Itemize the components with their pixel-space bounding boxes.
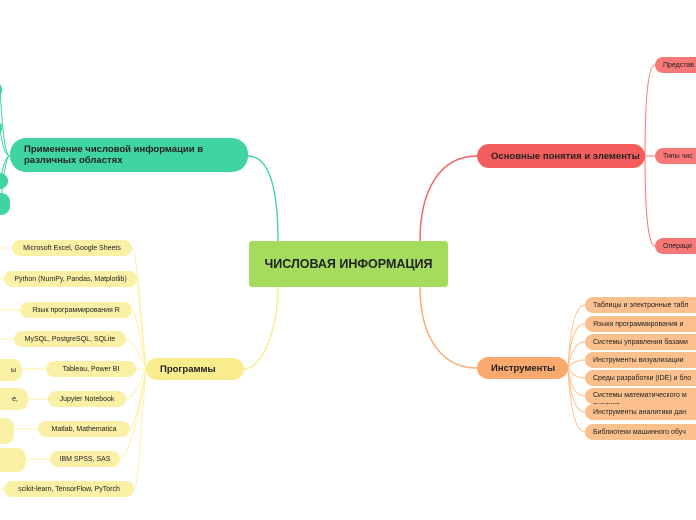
link-program-7	[129, 368, 147, 430]
program-grandchild-fragment-label: ы	[10, 366, 16, 374]
tool-child-8-label: Библиотеки машинного обуч	[593, 428, 686, 436]
program-grandchild-fragment[interactable]	[0, 448, 26, 472]
program-child-6[interactable]: Jupyter Notebook	[48, 391, 126, 407]
tool-child-2[interactable]: Языки программирования и	[585, 316, 696, 332]
link-program-8	[119, 368, 147, 460]
concept-child-2-label: Типы чис	[663, 152, 693, 160]
central-topic[interactable]: ЧИСЛОВАЯ ИНФОРМАЦИЯ	[249, 241, 448, 287]
branch-programs-label: Программы	[160, 363, 216, 375]
link-tool-8	[567, 367, 586, 433]
program-child-3[interactable]: Язык программирования R	[20, 302, 132, 318]
concept-child-1-label: Представ	[663, 61, 694, 69]
program-child-5[interactable]: Tableau, Power BI	[46, 361, 136, 377]
application-child-fragment[interactable]	[0, 173, 8, 189]
branch-tools-label: Инструменты	[491, 362, 556, 374]
link-tools	[419, 286, 478, 369]
application-child-fragment[interactable]	[0, 121, 2, 135]
program-child-3-label: Язык программирования R	[32, 306, 120, 314]
program-grandchild-fragment[interactable]	[0, 418, 14, 444]
tool-child-2-label: Языки программирования и	[593, 320, 684, 328]
branch-concepts-label: Основные понятия и элементы	[491, 150, 640, 162]
tool-child-6-label: Системы математического м анализа	[593, 392, 687, 404]
program-child-2-label: Python (NumPy, Pandas, Matplotlib)	[14, 275, 127, 283]
program-child-7[interactable]: Matlab, Mathematica	[38, 421, 130, 437]
concept-child-1[interactable]: Представ	[655, 57, 696, 73]
program-child-1[interactable]: Microsoft Excel, Google Sheets	[12, 240, 132, 256]
link-tool-1	[567, 304, 586, 369]
link-program-9	[133, 368, 147, 490]
link-concept-3	[644, 155, 656, 247]
branch-concepts[interactable]: Основные понятия и элементы	[477, 144, 645, 168]
branch-programs[interactable]: Программы	[146, 358, 244, 380]
program-child-7-label: Matlab, Mathematica	[51, 425, 117, 433]
link-concept-1	[644, 64, 656, 157]
link-program-3	[131, 309, 147, 370]
program-grandchild-fragment[interactable]: ы	[0, 359, 22, 381]
program-grandchild-fragment-label: е,	[12, 395, 18, 403]
link-tool-3	[567, 341, 586, 369]
program-child-8-label: IBM SPSS, SAS	[59, 455, 111, 463]
link-program-4	[125, 338, 147, 370]
tool-child-3[interactable]: Системы управления базами	[585, 334, 696, 350]
program-child-1-label: Microsoft Excel, Google Sheets	[23, 244, 121, 252]
central-topic-label: ЧИСЛОВАЯ ИНФОРМАЦИЯ	[264, 257, 433, 271]
tool-child-6[interactable]: Системы математического м анализа	[585, 388, 696, 404]
program-child-6-label: Jupyter Notebook	[59, 395, 115, 403]
branch-tools[interactable]: Инструменты	[477, 357, 568, 379]
program-child-2[interactable]: Python (NumPy, Pandas, Matplotlib)	[4, 271, 137, 287]
link-tool-7	[567, 367, 586, 413]
tool-child-4-label: Инструменты визуализации	[593, 356, 684, 364]
link-programs	[243, 286, 279, 370]
link-tool-4	[567, 359, 586, 369]
program-child-4-label: MySQL, PostgreSQL, SQLite	[24, 335, 116, 343]
branch-application[interactable]: Применение числовой информации в различн…	[10, 138, 248, 172]
link-application	[247, 155, 279, 242]
program-child-8[interactable]: IBM SPSS, SAS	[50, 451, 120, 467]
application-child-fragment[interactable]	[0, 193, 10, 215]
program-grandchild-fragment[interactable]: е,	[0, 388, 28, 410]
link-tool-5	[567, 367, 586, 379]
tool-child-1[interactable]: Таблицы и электронные табл	[585, 297, 696, 313]
branch-application-label: Применение числовой информации в различн…	[24, 144, 204, 166]
link-program-6	[125, 368, 147, 400]
program-child-9[interactable]: scikit-learn, TensorFlow, PyTorch	[4, 481, 134, 497]
tool-child-5-label: Среды разработки (IDE) и бло	[593, 374, 692, 382]
link-concepts	[419, 155, 478, 242]
program-child-9-label: scikit-learn, TensorFlow, PyTorch	[18, 485, 120, 493]
tool-child-4[interactable]: Инструменты визуализации	[585, 352, 696, 368]
concept-child-3[interactable]: Операци	[655, 238, 696, 254]
link-program-2	[136, 278, 147, 370]
tool-child-8[interactable]: Библиотеки машинного обуч	[585, 424, 696, 440]
link-tool-2	[567, 323, 586, 369]
tool-child-1-label: Таблицы и электронные табл	[593, 301, 689, 309]
tool-child-3-label: Системы управления базами	[593, 338, 688, 346]
tool-child-5[interactable]: Среды разработки (IDE) и бло	[585, 370, 696, 386]
link-application-children	[0, 89, 11, 206]
link-program-1	[131, 247, 147, 370]
concept-child-3-label: Операци	[663, 242, 692, 250]
program-child-5-label: Tableau, Power BI	[62, 365, 120, 373]
tool-child-7-label: Инструменты аналитики дан	[593, 408, 687, 416]
program-child-4[interactable]: MySQL, PostgreSQL, SQLite	[14, 331, 126, 347]
concept-child-2[interactable]: Типы чис	[655, 148, 696, 164]
tool-child-7[interactable]: Инструменты аналитики дан	[585, 404, 696, 420]
application-child-fragment[interactable]	[0, 83, 2, 97]
